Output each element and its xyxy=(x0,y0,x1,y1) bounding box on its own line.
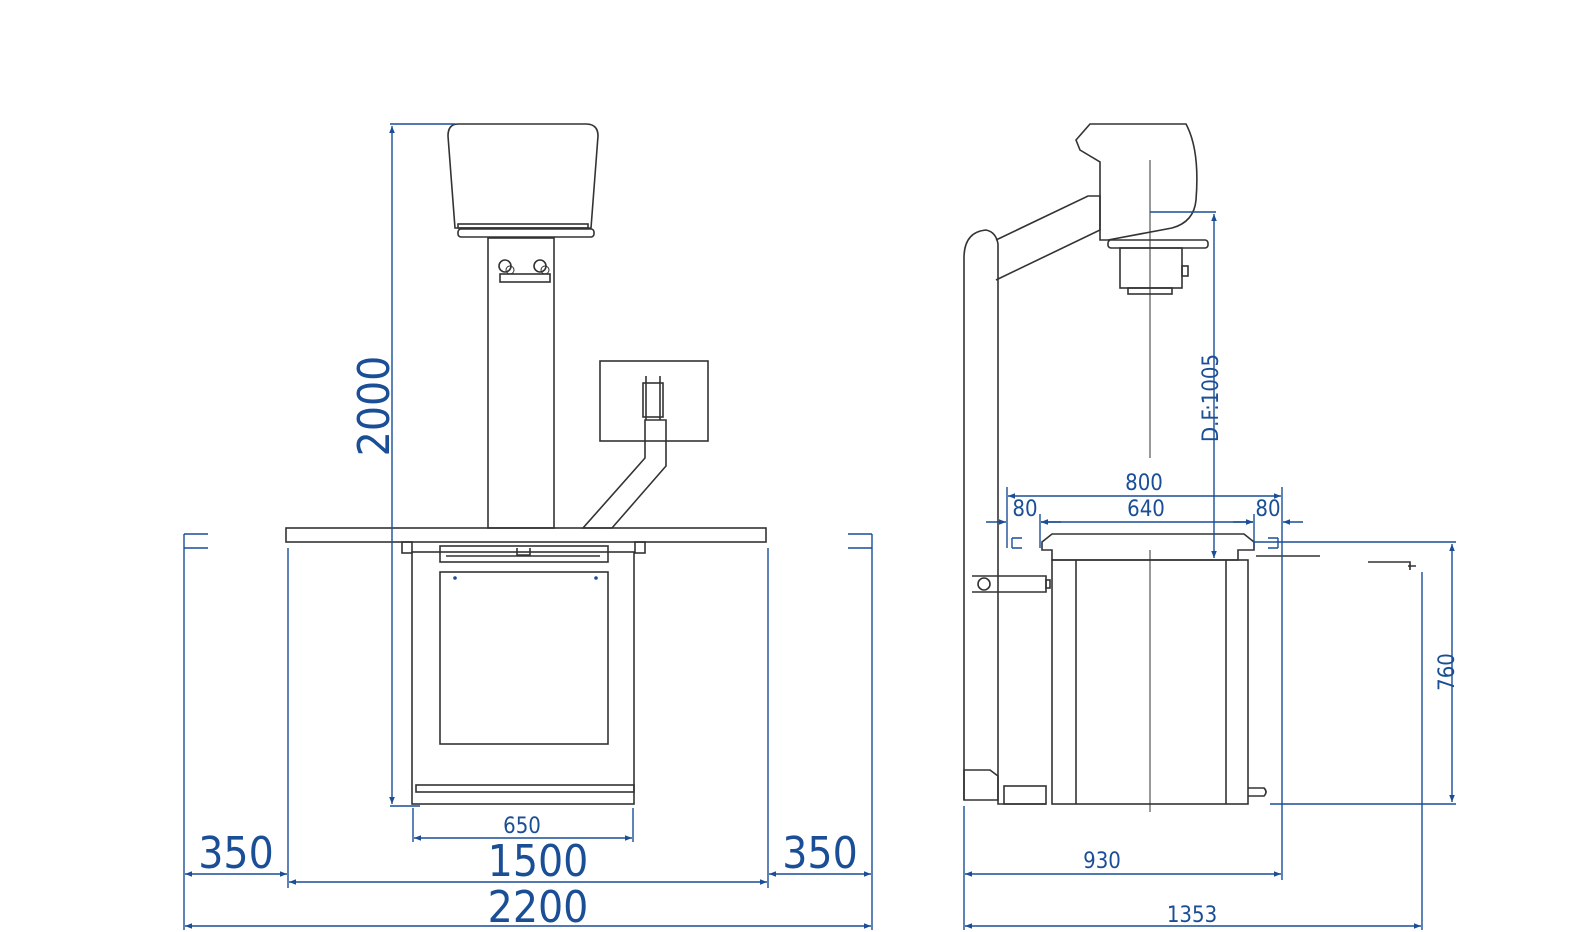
table-width-label: 1500 xyxy=(488,836,589,887)
table-depth-label: 800 xyxy=(1125,471,1163,496)
tube-head xyxy=(447,123,599,229)
total-width-label: 2200 xyxy=(488,882,589,932)
side-view xyxy=(963,123,1416,812)
collimator-plate xyxy=(457,223,589,229)
front-dimensions: 2000 650 350 1500 350 2200 xyxy=(183,123,873,932)
depth-width-label: 930 xyxy=(1083,849,1121,874)
cassette-tray xyxy=(439,545,609,563)
margin-left-label: 80 xyxy=(1012,497,1037,522)
side-dimensions: D.F:1005 800 640 80 80 760 xyxy=(963,211,1460,930)
side-collimator xyxy=(1107,239,1209,249)
right-ext-label: 350 xyxy=(782,828,858,879)
monitor-arm xyxy=(581,419,667,529)
side-arm xyxy=(995,195,1101,281)
side-collimator-body xyxy=(1119,247,1183,289)
margin-right-label: 80 xyxy=(1255,497,1280,522)
base-cabinet xyxy=(411,551,635,805)
total-depth-label: 1353 xyxy=(1167,903,1217,928)
collimator-base xyxy=(457,228,595,238)
left-ext-label: 350 xyxy=(198,828,274,879)
cabinet-door xyxy=(439,571,609,745)
side-tube-head xyxy=(1075,123,1198,241)
knob-bracket xyxy=(499,273,551,283)
foot-bar xyxy=(415,784,635,793)
base-width-label: 650 xyxy=(503,814,541,839)
focus-distance-label: D.F:1005 xyxy=(1199,354,1224,442)
inner-width-label: 640 xyxy=(1127,497,1165,522)
tabletop-front xyxy=(285,527,767,543)
monitor-mount xyxy=(642,382,664,418)
monitor xyxy=(599,360,709,442)
table-height-label: 760 xyxy=(1435,653,1460,691)
height-dim-label: 2000 xyxy=(349,356,400,457)
front-view xyxy=(285,123,767,805)
side-column xyxy=(963,229,999,801)
side-tabletop xyxy=(1041,533,1255,561)
